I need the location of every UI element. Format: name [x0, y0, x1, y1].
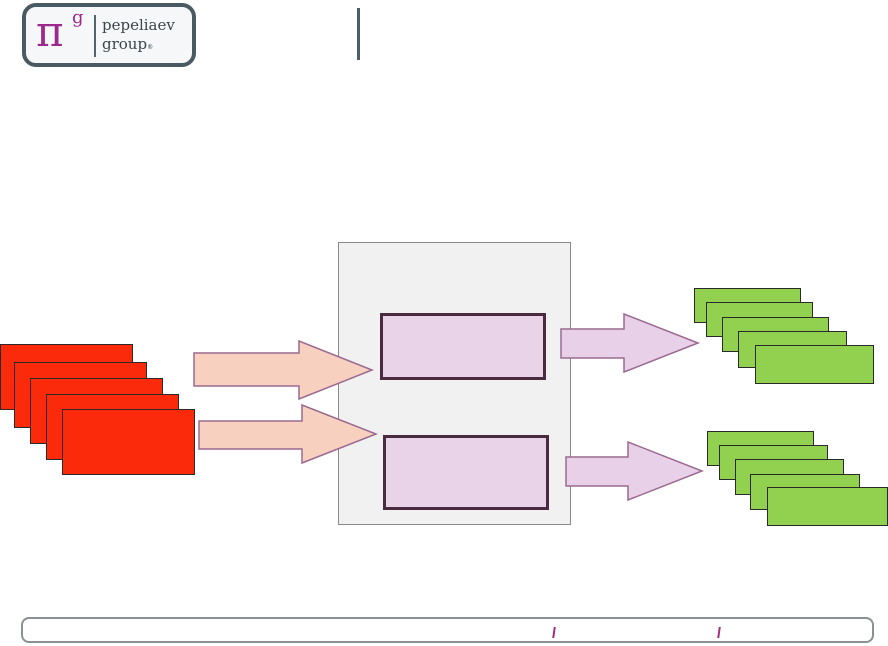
footer-tick-1: [552, 627, 556, 638]
logo-registered-mark: ®: [147, 44, 154, 51]
logo-wordmark: pepeliaev group®: [102, 16, 175, 57]
company-logo: π g pepeliaev group®: [22, 3, 196, 67]
output-arrow-bottom: [565, 440, 705, 502]
logo-superscript: g: [72, 7, 84, 28]
green-card-top-5: [755, 345, 874, 384]
logo-divider: [94, 15, 96, 57]
process-box-bottom: [383, 435, 549, 510]
logo-line-2: group: [102, 35, 148, 53]
output-arrow-top: [560, 312, 701, 374]
input-arrow-top: [193, 339, 375, 401]
footer-bar: [21, 617, 874, 643]
footer-tick-2: [717, 627, 721, 638]
logo-pi-symbol: π: [36, 7, 64, 56]
green-card-bottom-5: [767, 487, 888, 526]
header-divider: [357, 8, 360, 60]
process-box-top: [380, 313, 546, 380]
red-card-5: [62, 409, 195, 475]
input-arrow-bottom: [198, 403, 379, 465]
logo-line-2-wrap: group®: [102, 35, 175, 57]
logo-line-1: pepeliaev: [102, 16, 175, 34]
